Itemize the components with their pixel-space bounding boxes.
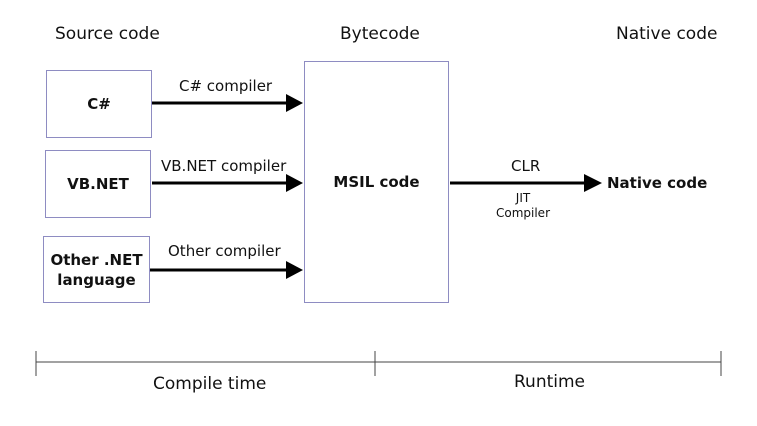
- msil-code-label: MSIL code: [333, 173, 420, 191]
- vbnet-compiler-arrow: [152, 174, 303, 192]
- jit-compiler-label: JIT Compiler: [491, 191, 555, 221]
- jit-label-line1: JIT: [515, 191, 531, 205]
- csharp-compiler-arrow: [152, 94, 303, 112]
- csharp-source-box: C#: [46, 70, 152, 138]
- runtime-label: Runtime: [514, 372, 586, 392]
- source-code-header: Source code: [55, 24, 160, 44]
- csharp-compiler-label: C# compiler: [179, 77, 273, 95]
- other-compiler-label: Other compiler: [168, 242, 281, 260]
- native-code-header: Native code: [616, 24, 718, 44]
- vbnet-source-box: VB.NET: [45, 150, 151, 218]
- timeline: [35, 351, 722, 376]
- msil-code-box: MSIL code: [304, 61, 449, 303]
- compile-time-label: Compile time: [153, 374, 267, 394]
- bytecode-header: Bytecode: [340, 24, 420, 44]
- csharp-source-label: C#: [87, 95, 111, 113]
- other-net-source-box: Other .NET language: [43, 236, 150, 303]
- vbnet-source-label: VB.NET: [67, 175, 129, 193]
- jit-label-line2: Compiler: [495, 206, 550, 220]
- other-net-source-label-line2: language: [57, 270, 136, 289]
- native-code-output: Native code: [607, 174, 708, 192]
- vbnet-compiler-label: VB.NET compiler: [161, 157, 287, 175]
- other-net-source-label-line1: Other .NET: [50, 250, 143, 269]
- other-compiler-arrow: [150, 261, 303, 279]
- clr-label: CLR: [511, 157, 541, 175]
- clr-arrow: [450, 174, 602, 192]
